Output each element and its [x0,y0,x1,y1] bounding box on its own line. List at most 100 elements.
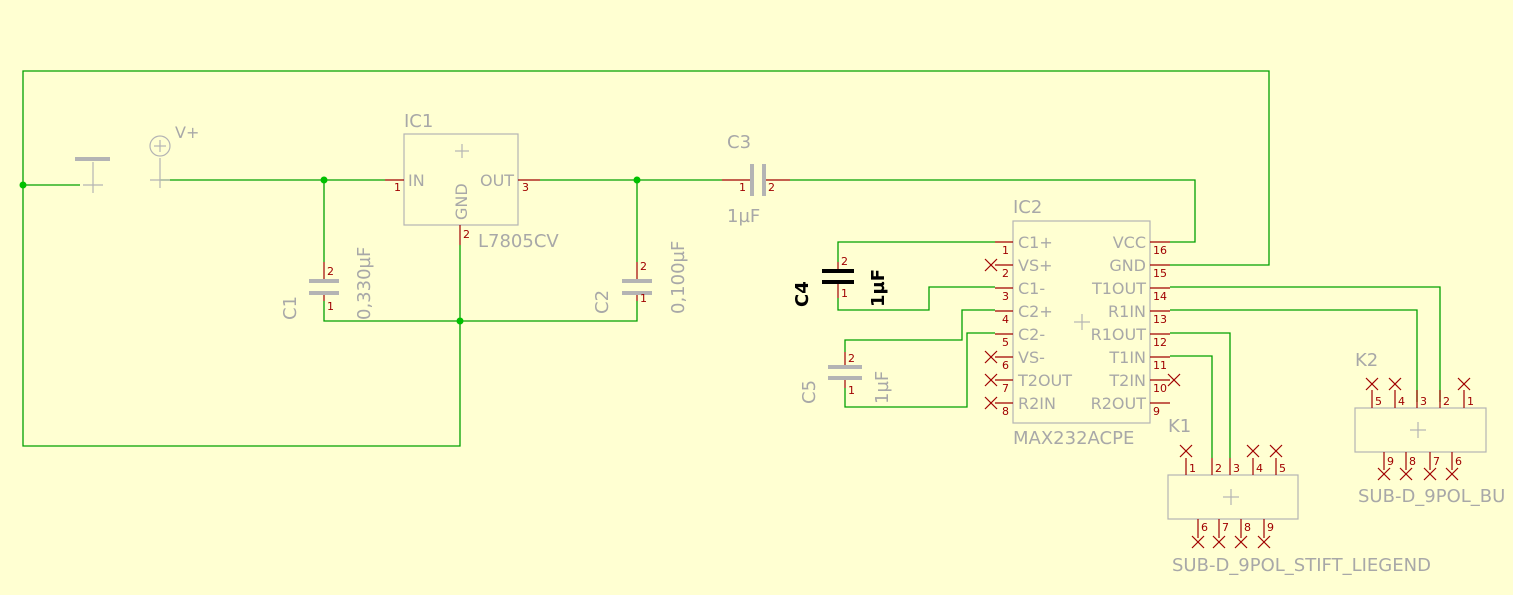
vplus-supply[interactable]: V+ [149,123,199,188]
no-connect-icon [1365,377,1379,391]
k2-pin-num: 1 [1467,395,1474,408]
k2-pin-num: 8 [1409,455,1416,468]
ic2-pin-label: GND [1109,256,1146,275]
no-connect-icon [984,396,998,410]
k2-name: K2 [1355,350,1378,371]
c1-value: 0,330µF [354,247,375,320]
wire-t1out-k2[interactable] [1170,286,1441,402]
capacitor-c4[interactable]: 1 2 C4 1µF [792,255,889,307]
wire-c5-c2plus[interactable] [844,309,995,352]
ic2-pin-num: 11 [1153,359,1167,372]
wire-c5-c2minus[interactable] [844,332,995,408]
c3-value: 1µF [727,206,760,227]
ic2-pin-num: 1 [1002,244,1009,257]
c3-name: C3 [727,132,751,153]
k2-pin-num: 9 [1387,455,1394,468]
c2-value: 0,100µF [668,241,689,314]
ic2-pin-label: C1- [1018,279,1045,298]
wire-t1in-k1[interactable] [1170,355,1213,458]
ic1-pin-num: 3 [522,181,529,194]
k1-pin-num: 2 [1215,462,1222,475]
c5-value: 1µF [872,371,893,404]
c4-pin-num: 1 [841,287,848,300]
ic2-pin-num: 16 [1153,244,1167,257]
wire-c4-c1plus[interactable] [837,241,995,262]
wire-left-return[interactable] [22,185,461,447]
battery-symbol[interactable] [75,157,110,193]
no-connect-icon [984,373,998,387]
ic2-pin-num: 5 [1002,336,1009,349]
k2-pin-num: 2 [1443,395,1450,408]
c5-pin-num: 2 [848,352,855,365]
ic2-max232[interactable]: IC2 MAX232ACPE C1+1VS+2C1-3C2+4C2-5VS-6T… [984,197,1181,449]
k1-pin-num: 7 [1222,521,1229,534]
no-connect-icon [1179,444,1193,458]
ic2-pin-num: 9 [1153,405,1160,418]
ic1-pin-out-label: OUT [480,171,514,190]
k1-pin-num: 9 [1267,521,1274,534]
capacitor-c1[interactable]: 1 2 C1 0,330µF [280,247,375,320]
c5-pin-num: 1 [848,384,855,397]
capacitor-c2[interactable]: 1 2 C2 0,100µF [592,241,689,314]
ic2-pin-num: 13 [1153,313,1167,326]
no-connect-icon [984,350,998,364]
c2-pin-num: 1 [640,292,647,305]
k1-body [1167,474,1299,520]
k1-pin-num: 6 [1201,521,1208,534]
ic2-pin-num: 8 [1002,405,1009,418]
wires [22,70,1441,458]
c4-pin-num: 2 [841,255,848,268]
k2-pin-num: 7 [1433,455,1440,468]
ic2-pin-label: C2+ [1018,302,1053,321]
junction-dot [456,317,464,325]
no-connect-icon [1167,373,1181,387]
c4-name: C4 [792,281,813,307]
no-connect-icon [984,258,998,272]
ic2-pin-label: T2IN [1108,371,1146,390]
ic2-pin-num: 4 [1002,313,1009,326]
c1-pin-num: 2 [327,265,334,278]
k2-pin-num: 6 [1455,455,1462,468]
k2-pin-num: 3 [1420,395,1427,408]
wire-c3-vcc[interactable] [790,179,1196,243]
no-connect-icon [1457,377,1471,391]
capacitor-c3[interactable]: 1 2 C3 1µF [722,132,790,227]
ic2-pin-label: VCC [1113,233,1146,252]
supply-circle-icon [149,135,171,157]
wire-r1out-k1[interactable] [1170,332,1231,458]
k1-pin-num: 4 [1256,462,1263,475]
no-connect-icon [1399,467,1413,481]
c4-value: 1µF [868,269,889,307]
ic2-value: MAX232ACPE [1013,428,1134,449]
capacitor-c5[interactable]: 1 2 C5 1µF [799,352,893,404]
wire-r1in-k2[interactable] [1170,309,1418,402]
wire-outer-top[interactable] [22,70,1270,266]
wire-c4-c1minus[interactable] [837,286,995,311]
ic2-body [1012,220,1151,424]
ic2-pin-label: T2OUT [1017,371,1072,390]
k1-name: K1 [1168,416,1191,437]
no-connect-icon [1191,535,1205,549]
junction-dot [633,176,641,184]
junction-dot [19,181,27,189]
ic2-name: IC2 [1013,197,1042,218]
ic2-pin-label: R2OUT [1091,394,1147,413]
k1-value: SUB-D_9POL_STIFT_LIEGEND [1172,555,1431,576]
c1-name: C1 [280,296,301,320]
no-connect-icon [1445,467,1459,481]
ic2-pin-num: 10 [1153,382,1167,395]
junction-dot [320,176,328,184]
ic2-pin-label: C1+ [1018,233,1053,252]
wire-gnd-rail[interactable] [323,301,638,322]
ic1-pin-in-label: IN [408,171,425,190]
ic2-pin-num: 3 [1002,290,1009,303]
ic2-pin-num: 15 [1153,267,1167,280]
ic1-regulator[interactable]: IC1 IN OUT GND 1 3 2 L7805CV [385,111,559,252]
